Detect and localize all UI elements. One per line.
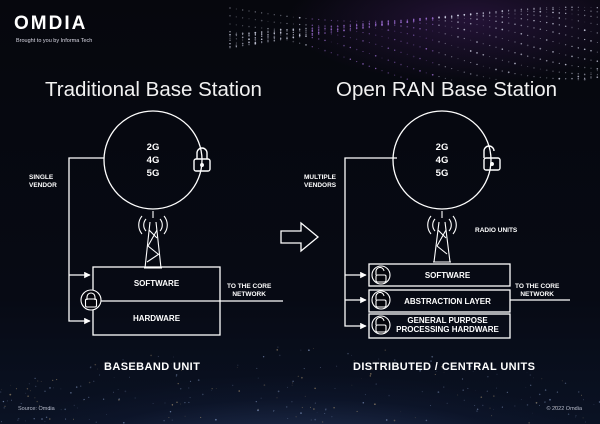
open-ran-diagram: [344, 110, 570, 339]
abstraction-layer-label: ABSTRACTION LAYER: [404, 297, 491, 306]
decorative-dot-field: [229, 6, 599, 81]
baseband-unit-label: BASEBAND UNIT: [104, 361, 201, 373]
open-ran-radio-circle: [392, 110, 492, 210]
padlock-closed-icon: [193, 147, 211, 172]
generation-label: 2G: [146, 142, 160, 153]
padlock-open-icon: [371, 290, 391, 310]
core-label-line: TO THE CORE: [227, 283, 272, 290]
omdia-logo: OMDIA: [14, 13, 88, 34]
vendor-label-line: VENDORS: [304, 182, 337, 189]
software-box-label: SOFTWARE: [424, 271, 471, 280]
to-core-label-left: TO THE CORE NETWORK: [227, 283, 271, 299]
traditional-diagram: [68, 110, 283, 336]
radio-tower-icon: [138, 211, 168, 269]
radio-units-label: RADIO UNITS: [475, 227, 518, 234]
gpp-hardware-label: GENERAL PURPOSE PROCESSING HARDWARE: [385, 316, 510, 334]
open-ran-hardware-box: [368, 313, 511, 339]
to-core-label-right: TO THE CORE NETWORK: [515, 283, 559, 299]
multiple-vendors-label: MULTIPLE VENDORS: [304, 174, 336, 190]
right-arrow-icon: [280, 221, 320, 253]
open-ran-generations: 2G 4G 5G: [430, 141, 454, 180]
hardware-box-label: HARDWARE: [132, 314, 181, 323]
vendor-label-line: SINGLE: [29, 174, 54, 181]
traditional-title: Traditional Base Station: [45, 78, 262, 101]
generation-label: 5G: [435, 168, 449, 179]
copyright-note: © 2022 Omdia: [546, 406, 582, 412]
padlock-open-icon: [483, 145, 501, 171]
gpp-hardware-line: GENERAL PURPOSE: [407, 316, 488, 325]
vendor-label-line: VENDOR: [29, 182, 57, 189]
radio-tower-icon: [427, 211, 457, 263]
generation-label: 4G: [435, 155, 449, 166]
decorative-planet-lights: [0, 346, 600, 424]
gpp-hardware-line: PROCESSING HARDWARE: [396, 325, 499, 334]
logo-tagline: Brought to you by Informa Tech: [16, 38, 93, 44]
software-box-label: SOFTWARE: [133, 279, 180, 288]
generation-label: 2G: [435, 142, 449, 153]
core-label-line: NETWORK: [232, 291, 266, 298]
padlock-open-icon: [371, 315, 391, 335]
padlock-closed-icon: [80, 289, 102, 311]
distributed-central-units-label: DISTRIBUTED / CENTRAL UNITS: [353, 361, 536, 373]
source-note: Source: Omdia: [18, 406, 55, 412]
vendor-label-line: MULTIPLE: [304, 174, 337, 181]
generation-label: 4G: [146, 155, 160, 166]
core-label-line: TO THE CORE: [515, 283, 560, 290]
single-vendor-label: SINGLE VENDOR: [29, 174, 57, 190]
padlock-open-icon: [371, 265, 391, 285]
open-ran-abstraction-box: [368, 289, 511, 313]
open-ran-title: Open RAN Base Station: [336, 78, 558, 101]
open-ran-software-box: [368, 263, 511, 287]
traditional-radio-circle: [103, 110, 203, 210]
core-label-line: NETWORK: [520, 291, 554, 298]
traditional-generations: 2G 4G 5G: [141, 141, 165, 180]
generation-label: 5G: [146, 168, 160, 179]
